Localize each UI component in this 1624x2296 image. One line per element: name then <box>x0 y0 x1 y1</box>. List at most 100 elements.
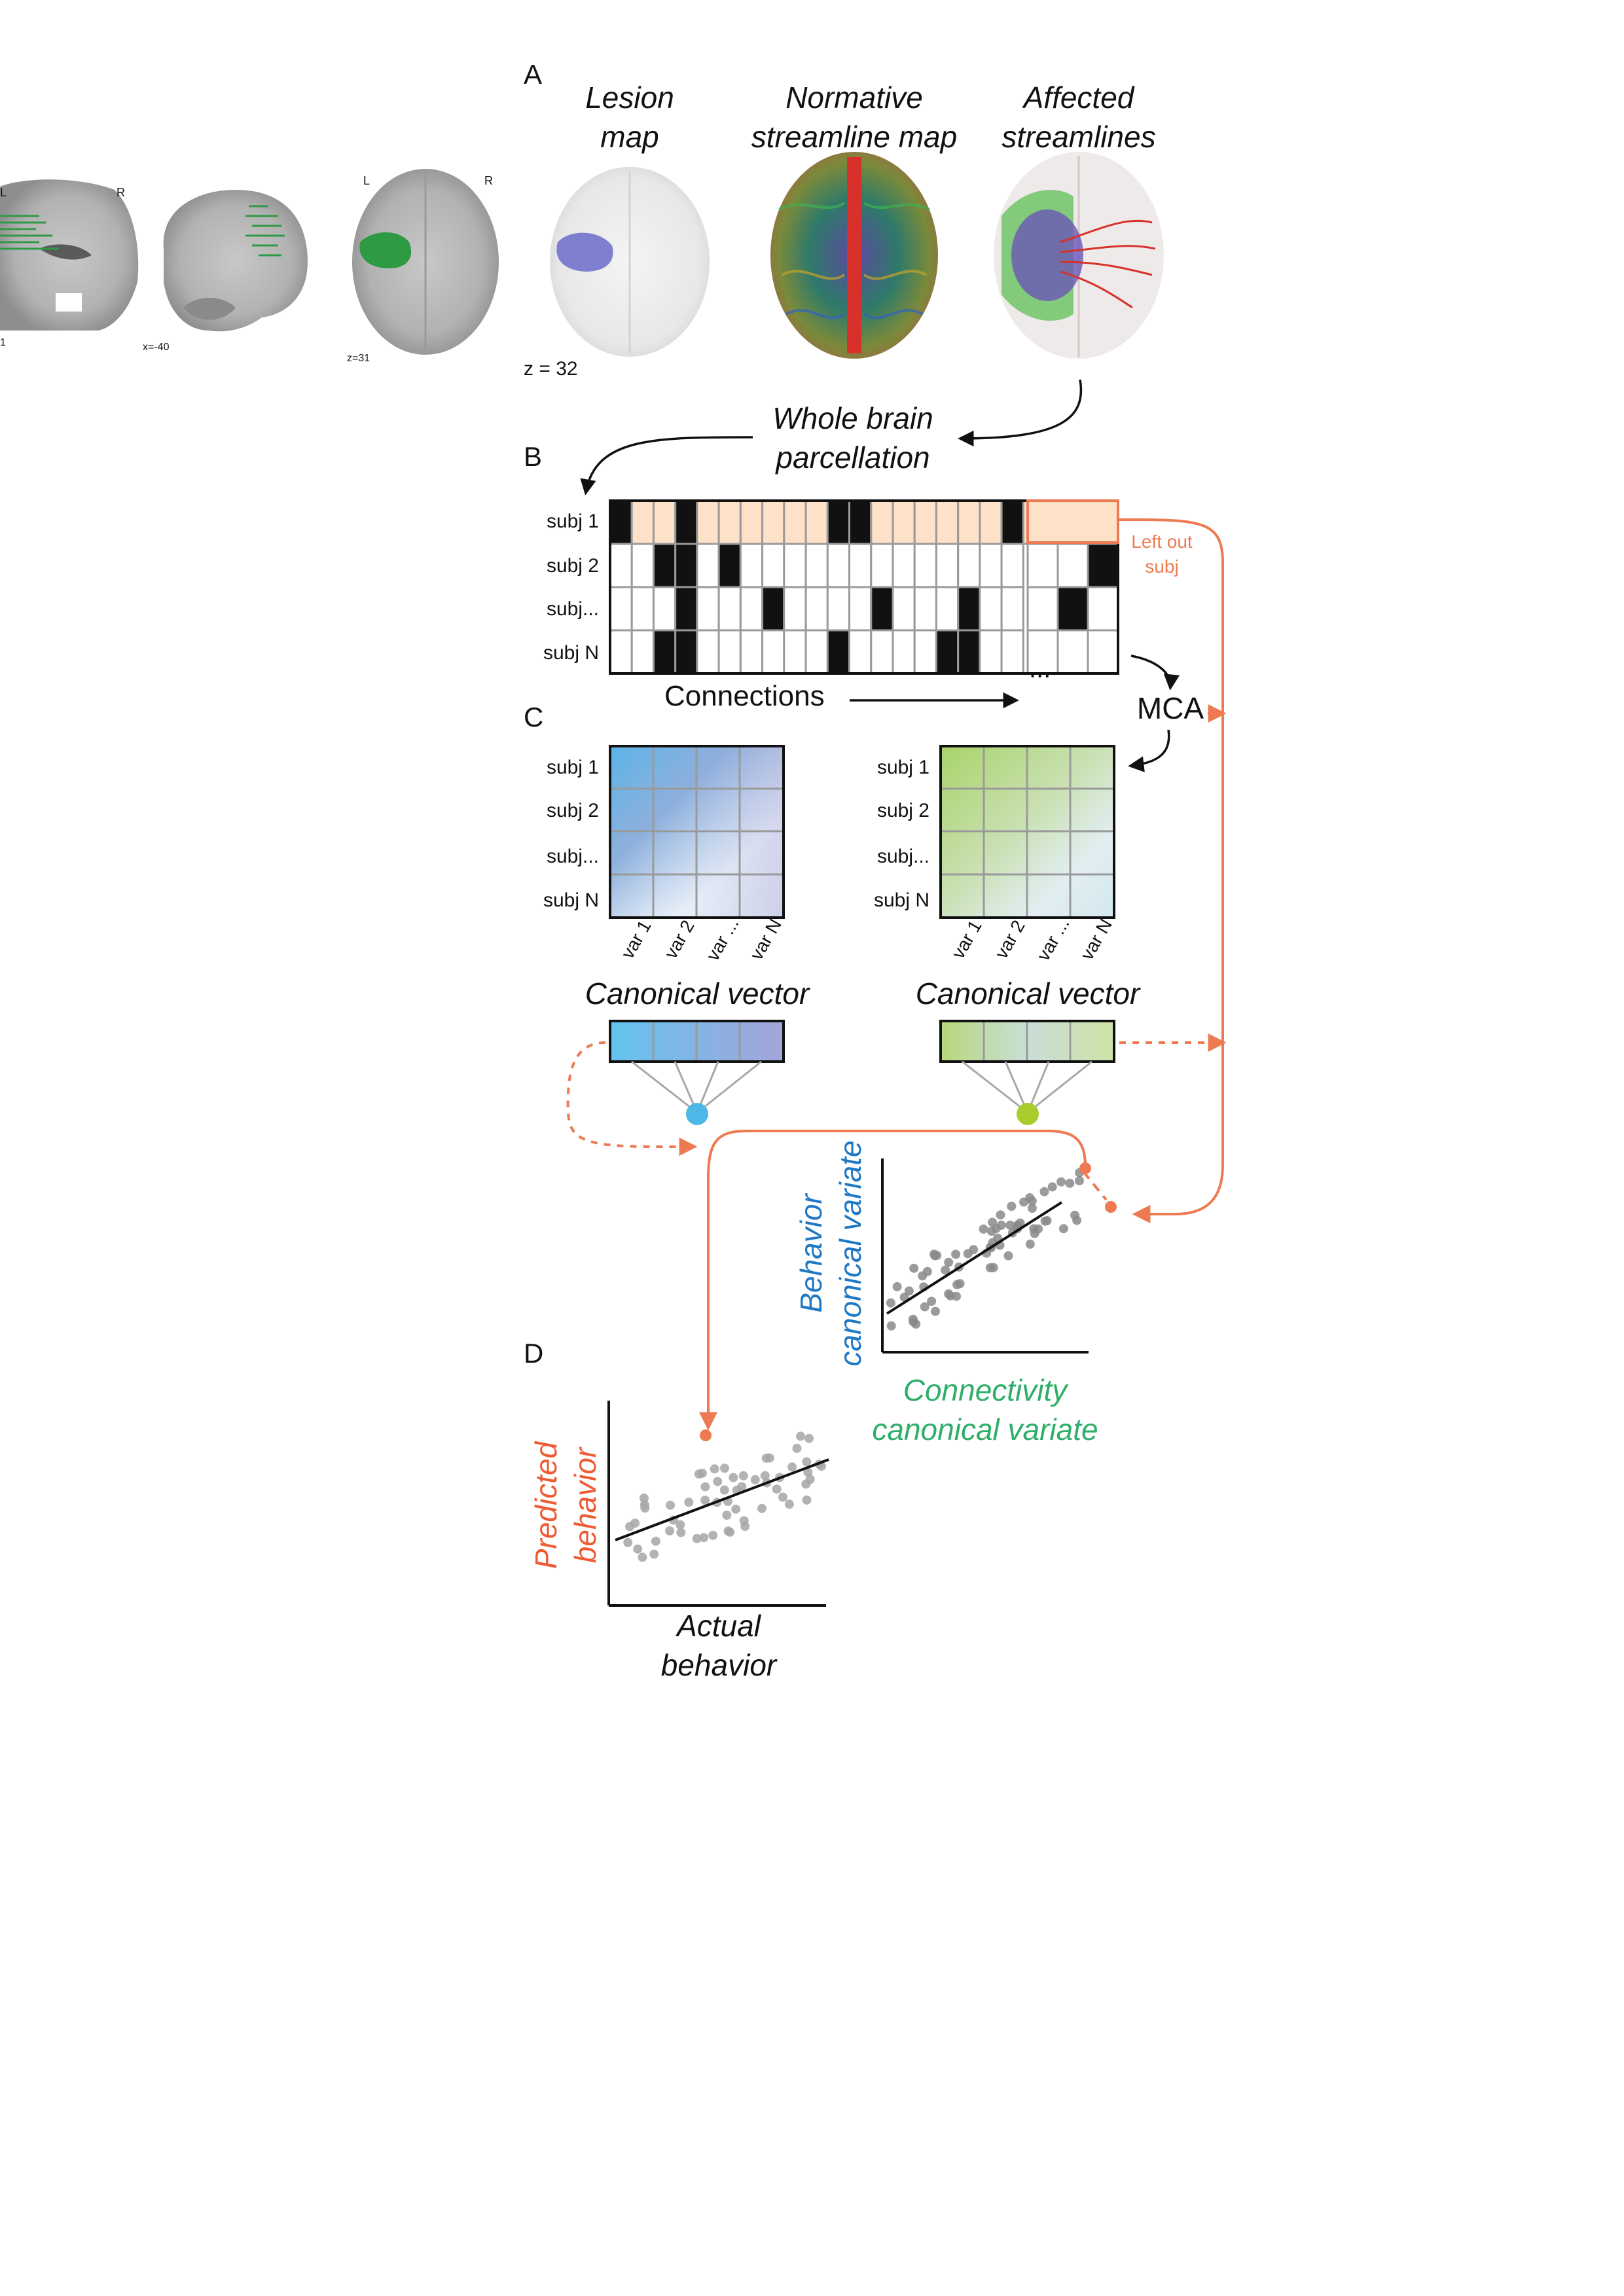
scatter-point <box>765 1453 774 1463</box>
matrix-cell <box>1056 543 1089 588</box>
matrix-row-label-4: subj N <box>543 642 599 664</box>
scatter-point <box>941 1265 950 1275</box>
matrix-ellipsis: ... <box>1029 655 1051 683</box>
panel-label-a: A <box>524 59 542 90</box>
scatter-point <box>710 1464 719 1474</box>
lesion-title-line1: Lesion <box>585 81 674 115</box>
scatter-point <box>697 1468 707 1478</box>
right-matrix-col-4: var N <box>1077 916 1116 963</box>
left-out-label-line2: subj <box>1145 556 1178 577</box>
axial-right-label: R <box>484 174 493 187</box>
matrix-cell <box>783 629 807 675</box>
matrix-cell <box>1087 586 1119 632</box>
scatter-point <box>784 1499 794 1509</box>
matrix-cell <box>674 499 698 545</box>
right-matrix-col-1: var 1 <box>948 917 986 962</box>
matrix-cell <box>848 499 873 545</box>
matrix-cell <box>935 586 960 632</box>
scatter-point <box>927 1297 937 1306</box>
scatter-point <box>979 1224 988 1234</box>
matrix-cell <box>892 629 916 675</box>
matrix-cell <box>696 543 720 588</box>
left-out-flow <box>566 518 1227 1431</box>
sagittal-coord: x=-40 <box>143 342 170 353</box>
scatter-point <box>1025 1239 1035 1249</box>
matrix-cell <box>653 543 677 588</box>
scatter-point <box>886 1298 895 1308</box>
scatter-point <box>708 1530 718 1540</box>
right-matrix-row-4: subj N <box>874 889 929 911</box>
scatter-point <box>952 1280 962 1289</box>
scatter-point <box>1039 1187 1049 1196</box>
scatter-point <box>801 1479 811 1489</box>
matrix-row-label-1: subj 1 <box>547 511 599 532</box>
matrix-cell <box>653 499 677 545</box>
scatter-point <box>1047 1182 1057 1192</box>
matrix-cell <box>979 586 1003 632</box>
canonical-vector-right-title: Canonical vector <box>916 977 1141 1011</box>
scatter-point <box>1070 1210 1079 1220</box>
right-matrix-row-3: subj... <box>877 846 929 867</box>
connections-label: Connections <box>664 680 825 712</box>
matrix-cell <box>826 499 851 545</box>
axial-slice <box>352 169 499 355</box>
matrix-cell <box>717 629 742 675</box>
matrix-cell <box>783 543 807 588</box>
canonical-scatter-points <box>886 1168 1085 1331</box>
matrix-cell <box>739 543 764 588</box>
matrix-cell <box>1087 629 1119 675</box>
arrow-mca-to-matrices <box>1128 729 1170 772</box>
scatter-point <box>904 1286 914 1296</box>
matrix-cell <box>630 629 655 675</box>
matrix-cell <box>826 543 851 588</box>
scatter-point <box>796 1431 805 1441</box>
matrix-cell <box>630 499 655 545</box>
scatter-point <box>931 1306 940 1316</box>
matrix-cell <box>696 629 720 675</box>
matrix-cell <box>696 586 720 632</box>
canonical-vector-behavior <box>609 1020 785 1125</box>
scatter-point <box>892 1282 902 1291</box>
parcellation-line1: Whole brain <box>772 401 933 435</box>
matrix-cell <box>979 629 1003 675</box>
matrix-cell <box>1000 629 1024 675</box>
matrix-cell <box>761 499 785 545</box>
scatter-point <box>804 1433 814 1443</box>
left-matrix-row-4: subj N <box>543 889 599 911</box>
matrix-cell <box>957 586 981 632</box>
left-matrix-row-2: subj 2 <box>547 800 599 821</box>
lesion-coord: z = 32 <box>524 358 578 380</box>
scatter-point <box>802 1495 812 1505</box>
matrix-cell <box>892 499 916 545</box>
scatter-point <box>1075 1176 1084 1185</box>
actual-axis-line1: Actual <box>675 1609 762 1643</box>
arrow-affected-to-parcellation <box>958 379 1083 447</box>
matrix-cell <box>892 543 916 588</box>
scatter-point <box>944 1289 954 1299</box>
matrix-cell <box>674 586 698 632</box>
connectivity-variate-axis-line1: Connectivity <box>903 1373 1070 1407</box>
scatter-point <box>651 1536 660 1546</box>
matrix-cell <box>1026 586 1059 632</box>
matrix-cell <box>804 586 829 632</box>
matrix-cell <box>826 629 851 675</box>
matrix-cell <box>783 499 807 545</box>
prediction-scatter-points <box>623 1431 826 1562</box>
matrix-cell <box>935 499 960 545</box>
matrix-cell <box>761 543 785 588</box>
scatter-point <box>944 1257 954 1267</box>
scatter-point <box>700 1496 710 1505</box>
matrix-cell <box>609 543 633 588</box>
scatter-point <box>676 1520 685 1530</box>
canonical-scatter-fit-line <box>886 1201 1063 1315</box>
matrix-cell <box>653 586 677 632</box>
scatter-point <box>929 1249 939 1259</box>
scatter-point <box>638 1552 647 1562</box>
matrix-cell <box>870 543 894 588</box>
parcellation-line2: parcellation <box>774 440 929 475</box>
mca-label: MCA <box>1137 691 1204 725</box>
scatter-point <box>911 1319 921 1329</box>
matrix-cell <box>913 629 937 675</box>
scatter-point <box>963 1249 973 1259</box>
scatter-point <box>1005 1220 1015 1230</box>
